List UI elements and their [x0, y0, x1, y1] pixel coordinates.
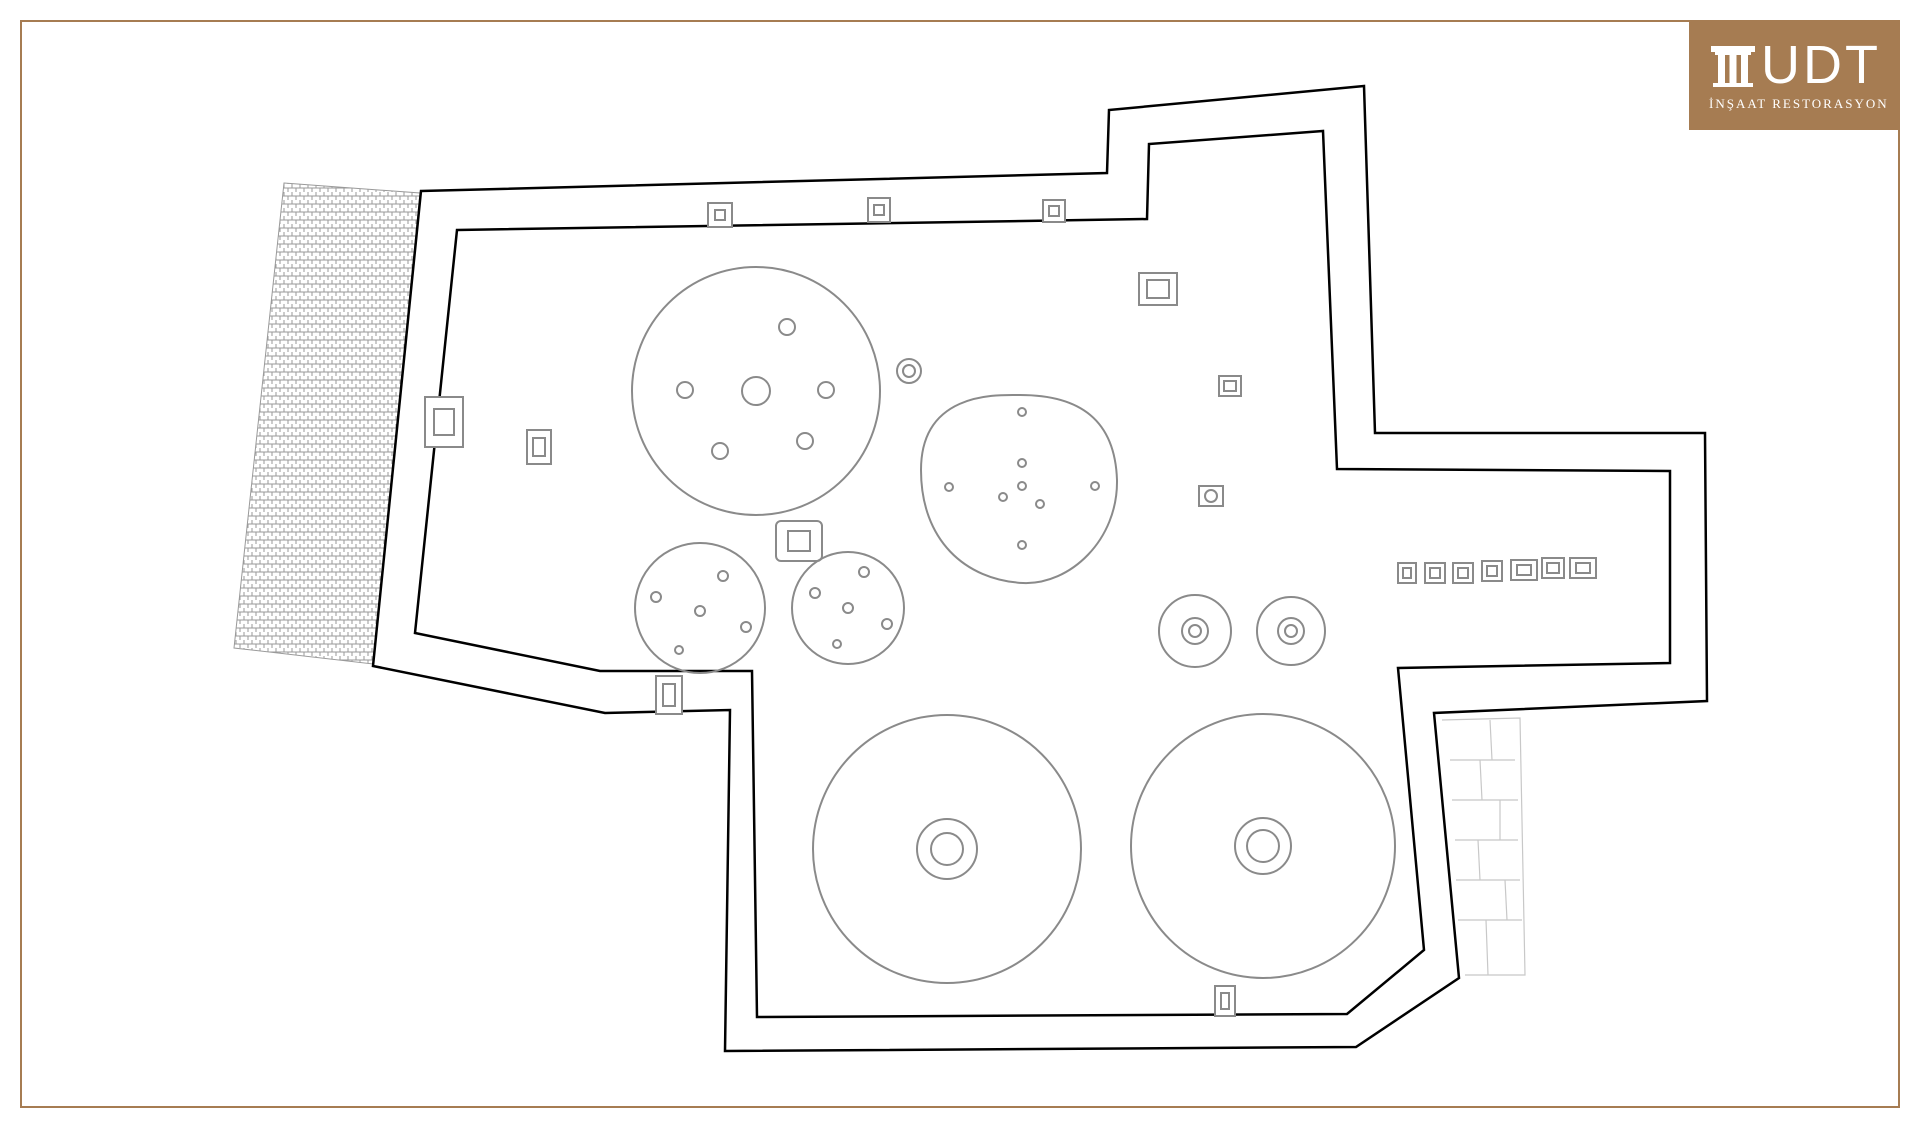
small-ring — [896, 358, 922, 384]
large-disc-southwest — [812, 714, 1082, 984]
masonry-sketch — [1441, 717, 1526, 976]
niche-west-1 — [424, 396, 464, 448]
large-disc-northwest — [631, 266, 881, 516]
large-disc-southeast — [1130, 713, 1396, 979]
niche-south-1 — [655, 675, 683, 715]
east-niche-row — [1397, 557, 1597, 584]
niche-west-2 — [526, 429, 552, 465]
hatched-stone-area — [233, 182, 421, 665]
niche-interior-2 — [1218, 375, 1242, 397]
niche-interior-1 — [1138, 272, 1178, 306]
inner-wall — [413, 129, 1672, 1019]
greek-column-icon — [1711, 46, 1755, 87]
small-disc-west — [634, 542, 766, 674]
pillar-base — [775, 520, 823, 562]
small-disc-middle — [791, 551, 905, 665]
company-logo: UDT İNŞAAT RESTORASYON — [1689, 20, 1900, 130]
niche-north-3 — [1042, 199, 1066, 223]
ring-stone-1 — [1158, 594, 1232, 668]
niche-interior-3 — [1198, 485, 1224, 507]
disc-center — [919, 393, 1119, 585]
logo-tagline: İNŞAAT RESTORASYON — [1709, 96, 1889, 111]
niche-south-2 — [1214, 985, 1236, 1017]
outer-wall — [371, 84, 1709, 1053]
wall-niches — [424, 197, 1242, 1017]
circular-features — [631, 266, 1396, 984]
niche-north-2 — [867, 197, 891, 223]
ring-stone-2 — [1256, 596, 1326, 666]
niche-north-1 — [707, 202, 733, 228]
logo-brand-name: UDT — [1761, 35, 1881, 95]
